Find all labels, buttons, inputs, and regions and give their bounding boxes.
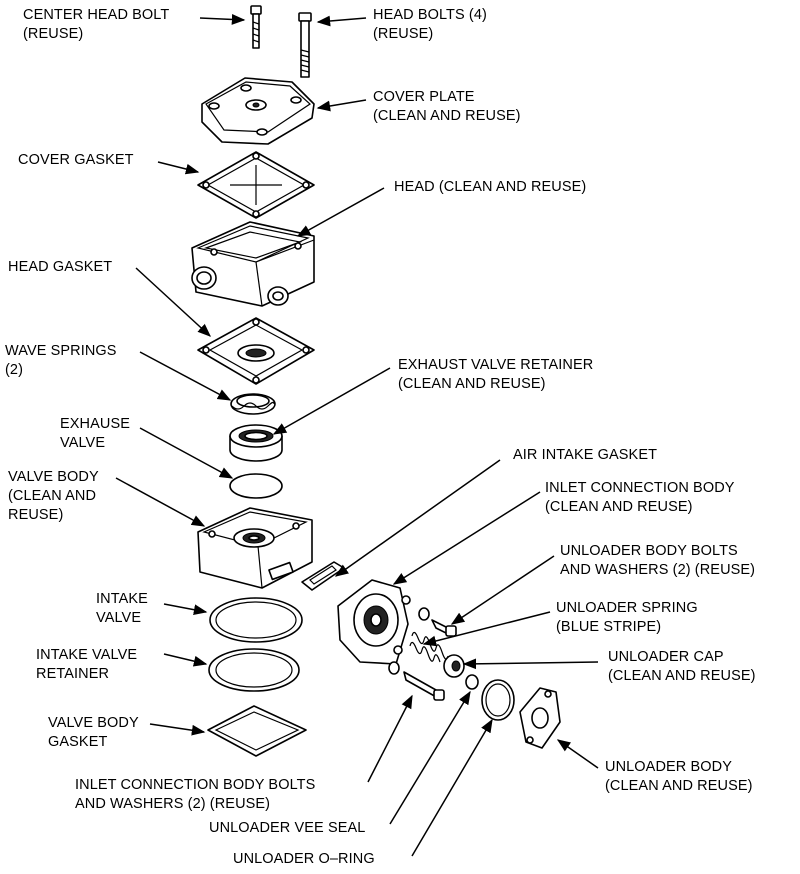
label-head-gasket: HEAD GASKET — [8, 258, 112, 277]
label-line: EXHAUSE — [60, 416, 130, 432]
label-line: (CLEAN AND REUSE) — [605, 778, 753, 794]
label-cover-gasket: COVER GASKET — [18, 151, 134, 170]
label-wave-springs: WAVE SPRINGS (2) — [5, 342, 117, 380]
label-line: (BLUE STRIPE) — [556, 619, 662, 635]
label-line: VALVE BODY — [48, 715, 139, 731]
label-unloader-spring: UNLOADER SPRING (BLUE STRIPE) — [556, 599, 698, 637]
exhaust-valve-part — [229, 473, 283, 499]
unloader-body-part — [519, 687, 561, 749]
leader-lines — [115, 14, 599, 857]
wave-springs-part — [230, 393, 276, 415]
label-unloader-body: UNLOADER BODY (CLEAN AND REUSE) — [605, 758, 753, 796]
intake-valve-retainer-part — [208, 648, 300, 692]
label-unloader-body-bolts: UNLOADER BODY BOLTS AND WASHERS (2) (REU… — [560, 542, 755, 580]
cover-plate-part — [201, 77, 315, 145]
label-line: (2) — [5, 362, 24, 378]
label-valve-body-gasket: VALVE BODY GASKET — [48, 714, 139, 752]
label-intake-valve: INTAKE VALVE — [96, 590, 148, 628]
label-line: INLET CONNECTION BODY — [545, 480, 735, 496]
label-line: UNLOADER VEE SEAL — [209, 820, 366, 836]
label-line: INTAKE VALVE — [36, 647, 138, 663]
label-line: HEAD GASKET — [8, 259, 113, 275]
label-line: VALVE — [96, 610, 142, 626]
unloader-cap-part — [443, 654, 465, 678]
label-line: UNLOADER BODY — [605, 759, 732, 775]
label-line: AND WASHERS (2) (REUSE) — [75, 796, 271, 812]
label-head-bolts: HEAD BOLTS (4) (REUSE) — [373, 6, 487, 44]
label-center-head-bolt: CENTER HEAD BOLT (REUSE) — [23, 6, 169, 44]
cover-gasket-part — [197, 151, 315, 219]
label-line: COVER GASKET — [18, 152, 134, 168]
label-line: INTAKE — [96, 591, 148, 607]
label-air-intake-gasket: AIR INTAKE GASKET — [513, 446, 657, 465]
inlet-body-bolt-part — [388, 661, 445, 701]
label-unloader-vee-seal: UNLOADER VEE SEAL — [209, 819, 365, 838]
label-inlet-connection-body: INLET CONNECTION BODY (CLEAN AND REUSE) — [545, 479, 735, 517]
label-line: VALVE — [60, 435, 106, 451]
label-line: (CLEAN AND REUSE) — [608, 668, 756, 684]
label-line: REUSE) — [8, 507, 64, 523]
label-exhaust-valve-retainer: EXHAUST VALVE RETAINER (CLEAN AND REUSE) — [398, 356, 593, 394]
label-line: EXHAUST VALVE RETAINER — [398, 357, 594, 373]
label-valve-body: VALVE BODY (CLEAN AND REUSE) — [8, 468, 99, 525]
intake-valve-part — [209, 597, 303, 643]
label-line: CENTER HEAD BOLT — [23, 7, 170, 23]
label-line: WAVE SPRINGS — [5, 343, 117, 359]
label-line: (CLEAN AND — [8, 488, 97, 504]
unloader-spring-part — [409, 631, 449, 663]
label-line: INLET CONNECTION BODY BOLTS — [75, 777, 316, 793]
label-head: HEAD (CLEAN AND REUSE) — [394, 178, 586, 197]
label-line: HEAD (CLEAN AND REUSE) — [394, 179, 587, 195]
inlet-connection-body-part — [337, 579, 411, 665]
label-line: (REUSE) — [23, 26, 84, 42]
label-line: UNLOADER SPRING — [556, 600, 698, 616]
air-intake-gasket-part — [301, 561, 345, 591]
label-line: (CLEAN AND REUSE) — [398, 376, 546, 392]
unloader-vee-seal-part — [465, 674, 479, 690]
label-inlet-connection-body-bolts: INLET CONNECTION BODY BOLTS AND WASHERS … — [75, 776, 315, 814]
label-unloader-o-ring: UNLOADER O–RING — [233, 850, 375, 869]
label-intake-valve-retainer: INTAKE VALVE RETAINER — [36, 646, 137, 684]
label-line: UNLOADER BODY BOLTS — [560, 543, 738, 559]
head-bolt-part — [298, 12, 312, 78]
unloader-body-bolt-part — [418, 607, 457, 637]
label-line: UNLOADER O–RING — [233, 851, 375, 867]
head-gasket-part — [197, 317, 315, 385]
center-head-bolt-part — [250, 5, 262, 49]
label-line: (REUSE) — [373, 26, 434, 42]
unloader-o-ring-part — [481, 679, 515, 721]
label-line: GASKET — [48, 734, 108, 750]
label-line: (CLEAN AND REUSE) — [373, 108, 521, 124]
label-cover-plate: COVER PLATE (CLEAN AND REUSE) — [373, 88, 521, 126]
label-line: COVER PLATE — [373, 89, 475, 105]
label-line: UNLOADER CAP — [608, 649, 724, 665]
label-exhaust-valve: EXHAUSE VALVE — [60, 415, 130, 453]
exhaust-valve-retainer-part — [229, 424, 283, 462]
valve-body-part — [197, 507, 313, 589]
label-line: AND WASHERS (2) (REUSE) — [560, 562, 756, 578]
label-line: HEAD BOLTS (4) — [373, 7, 487, 23]
label-unloader-cap: UNLOADER CAP (CLEAN AND REUSE) — [608, 648, 756, 686]
valve-body-gasket-part — [207, 705, 307, 757]
label-line: VALVE BODY — [8, 469, 99, 485]
label-line: RETAINER — [36, 666, 110, 682]
label-line: (CLEAN AND REUSE) — [545, 499, 693, 515]
head-part — [191, 221, 315, 307]
label-line: AIR INTAKE GASKET — [513, 447, 658, 463]
